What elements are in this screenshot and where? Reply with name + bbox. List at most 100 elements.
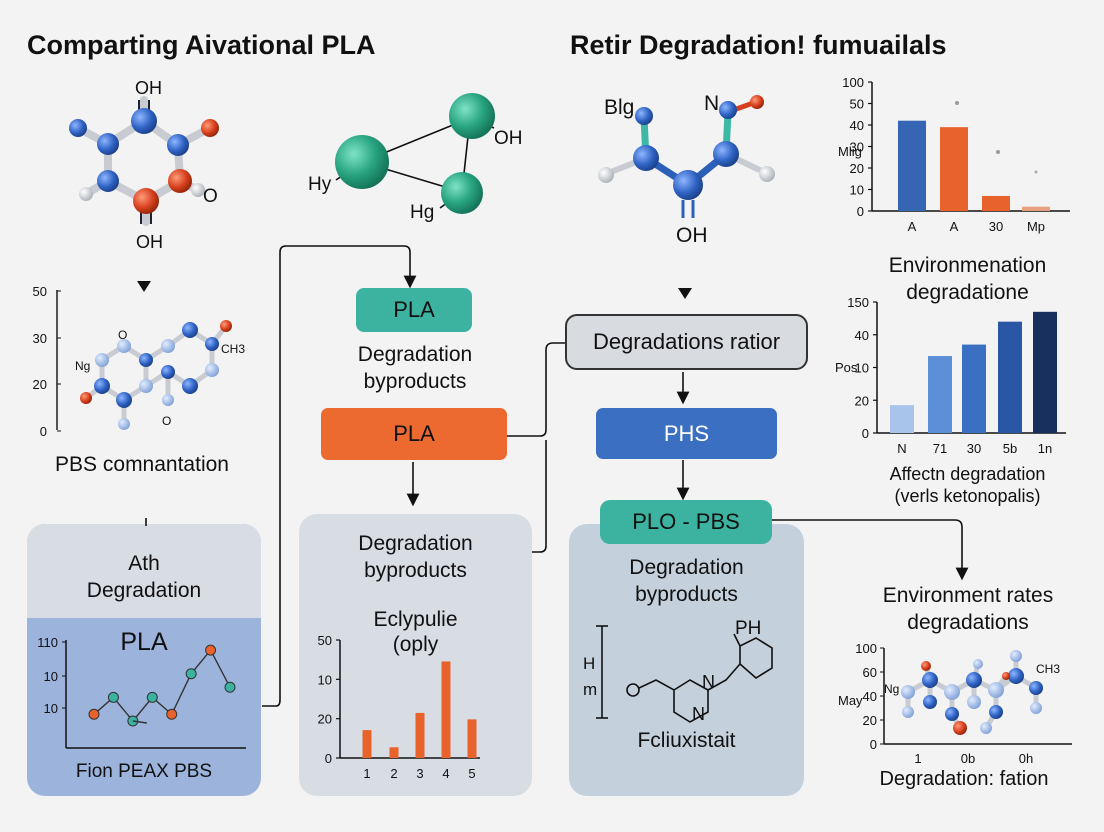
chart-1-xtick-label: 5b [1003,441,1017,456]
chart-4-xtick-label: 1 [914,751,921,766]
chart-4-ytick-label: 0 [870,737,877,752]
center-label-right: N [704,92,720,115]
chart-0-xtick-label: A [950,219,959,234]
plo-pbs-box: PLO - PBS [600,500,772,544]
chart-1-ytick-label: 0 [862,426,869,441]
flow-connectors [145,245,969,707]
chart-2-xtick-label: 3 [416,766,423,781]
chart-0-ytick-label: 10 [850,183,864,198]
down-arrowheads [137,281,692,299]
chart-1-xtick-label: N [897,441,906,456]
left-mini-molecule [80,320,232,430]
chart-1-bar [1033,311,1057,433]
ath-panel-title: Ath Degradation [86,552,202,603]
chart-2-ytick-label: 10 [318,672,332,687]
chart-2-bar [362,730,372,758]
right-panel-footer: Fcliuxistait [637,729,736,752]
chart-1-xtick-label: 30 [967,441,981,456]
env-rates-label: Environment rates degradations [882,584,1054,635]
chart-5-ytick-label: 0 [40,424,47,439]
chart-4-ylabel: May [838,693,863,708]
pbs-comm-label: PBS comnantation [55,453,229,476]
left-mini-label-top: O [118,328,128,342]
right-panel [569,524,804,796]
phs-box: PHS [596,408,777,459]
ring-structure [596,625,773,723]
chart-2-ytick-label: 0 [325,751,332,766]
chart-0-ytick-label: 30 [850,140,864,155]
chart-1-bar [998,321,1022,433]
right-mini-label-right: CH3 [1036,662,1061,676]
chart-4-xtick-label: 0h [1019,751,1033,766]
chart-1-xtick-label: 1n [1038,441,1052,456]
chart-1-ytick-label: 10 [855,361,869,376]
chart-1-ytick-label: 40 [855,328,869,343]
chart-3-point [205,644,217,656]
triad-label-left: Hy [308,174,332,195]
title-left: Comparting Aivational PLA [27,30,376,60]
left-mini-label-bottom: O [162,414,172,428]
chart-0-bar [982,195,1010,211]
ring-label-left2: m [583,680,598,699]
chart-2-xtick-label: 1 [363,766,370,781]
chart-2-bar [415,712,425,758]
hexagon-molecule [69,96,219,226]
ring-label-top: PH [735,618,762,639]
chart-2-ytick-label: 20 [318,712,332,727]
ring-label-n1: N [702,672,715,692]
chart-2-bar [441,661,451,758]
chart-1-bar [962,344,986,433]
chart-1-bar [890,405,914,433]
env-chart-title: Environmenation degradatione [888,254,1047,305]
degradation-byproducts-label: Degradation byproducts [357,343,473,394]
left-mini-label-left: Ng [75,359,91,373]
chart-5-ytick-label: 20 [33,377,47,392]
hex-label-bottom: OH [136,232,163,252]
center-label-left: Blg [604,96,635,119]
chart-0-point [1034,170,1038,174]
chart-4-ytick-label: 100 [855,641,877,656]
chart-0-ytick-label: 40 [850,118,864,133]
chart-4-ytick-label: 20 [863,713,877,728]
chart-0-ytick-label: 20 [850,161,864,176]
chart-0-point [955,101,959,105]
hex-label-top: OH [135,78,162,98]
chart-3-point [107,691,119,703]
chart-3-series-line [132,720,147,724]
ath-panel-footer: Fion PEAX PBS [75,761,213,782]
chart-2-ytick-label: 50 [318,633,332,648]
chart-0-ytick-label: 50 [850,97,864,112]
mid-panel-sub: Eclypulie (oply [373,608,458,657]
degradation-ratio-box: Degradations ratior [565,314,808,370]
chart-4-ytick-label: 60 [863,665,877,680]
chart-0-point [996,150,1000,154]
right-panel-title: Degradation byproducts [629,556,744,607]
chart-2-bar [467,719,477,758]
chart-0-ytick-label: 100 [842,75,864,90]
chart-1-ytick-label: 150 [847,295,869,310]
ath-panel-sub: PLA [120,628,168,656]
chart-3-point [185,668,197,680]
chart-2-xtick-label: 5 [468,766,475,781]
ring-label-left: H [583,654,596,673]
chart-0-xtick-label: Mp [1027,219,1045,234]
chart-1-xtick-label: 71 [933,441,947,456]
chart-0-xtick-label: A [908,219,917,234]
chart-3-series-line [93,648,231,723]
chart-0-bar [898,120,926,211]
chart-4-xtick-label: 0b [961,751,975,766]
hex-label-right: O [203,186,218,207]
chart-3-point [146,691,158,703]
ring-label-n2: N [692,704,705,724]
chart-3-ytick-label: 10 [44,669,58,684]
chart-3-ytick-label: 10 [44,701,58,716]
center-label-bottom: OH [676,224,708,247]
chart-3-point [224,681,236,693]
triad-molecule [335,93,495,214]
right-mini-molecule [901,650,1043,735]
chart-0-ylabel: Mlig [838,144,862,159]
chart-0-bar [1022,206,1050,211]
triad-label-bottom: Hg [410,202,435,223]
mid-panel-title: Degradation byproducts [358,532,473,583]
